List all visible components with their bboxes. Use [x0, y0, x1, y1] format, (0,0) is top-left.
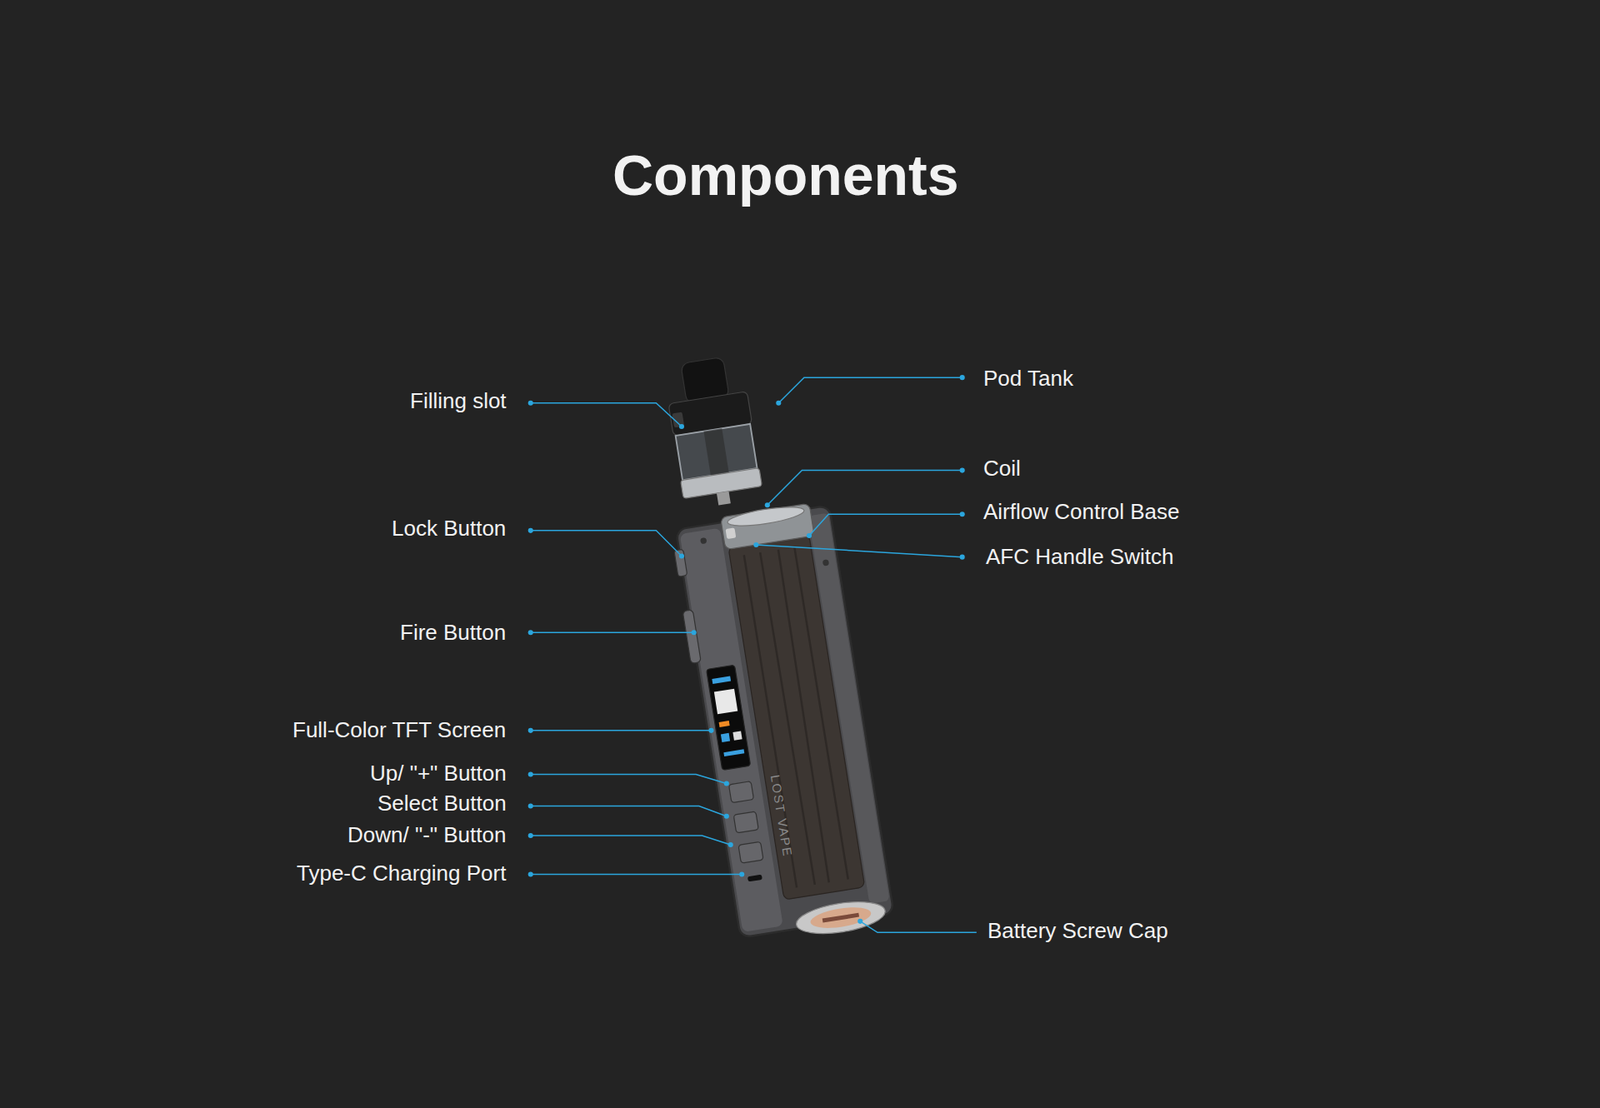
part-label: Coil — [983, 455, 1021, 482]
wood-grain — [744, 546, 849, 888]
leader-dot — [753, 542, 759, 548]
leader-dot — [960, 375, 965, 380]
screen-bar — [723, 749, 745, 757]
leader-dot — [708, 728, 714, 734]
battery-cap-inner — [809, 904, 873, 932]
leader-dots — [528, 375, 965, 925]
leader-lines — [530, 377, 977, 933]
leader-dot — [724, 780, 730, 786]
tank-chimney — [703, 428, 729, 476]
leader-line — [809, 514, 963, 536]
part-label: Lock Button — [391, 515, 506, 542]
wood-panel — [728, 534, 865, 900]
coil-pin — [716, 491, 731, 506]
up-button — [728, 781, 754, 804]
select-button — [733, 811, 759, 834]
leader-dot — [960, 468, 965, 474]
leader-line — [530, 774, 727, 784]
leader-dot — [679, 553, 685, 559]
leader-line — [530, 403, 682, 427]
part-label: Select Button — [377, 790, 507, 817]
airflow-base — [720, 503, 815, 550]
leader-dot — [528, 630, 534, 635]
battery-cap — [794, 896, 888, 940]
leader-dot — [739, 871, 745, 877]
airflow-ring — [726, 503, 806, 530]
type-c-port — [747, 875, 763, 883]
screw — [700, 537, 707, 545]
leader-dot — [806, 533, 812, 539]
leader-line — [530, 632, 695, 634]
leader-line — [530, 805, 727, 816]
pod-tank — [662, 354, 765, 511]
leader-dot — [775, 400, 781, 406]
leader-dot — [724, 814, 730, 820]
leader-dot — [528, 871, 534, 877]
leader-line — [530, 874, 742, 875]
leader-line — [767, 470, 963, 506]
afc-switch — [725, 527, 737, 540]
fire-button — [682, 610, 701, 665]
leader-dot — [960, 555, 965, 560]
leader-dot — [679, 424, 685, 430]
part-label: Down/ "-" Button — [347, 822, 506, 849]
leader-dot — [528, 803, 534, 809]
lock-button — [674, 549, 688, 577]
battery-cap-slot — [822, 913, 860, 924]
leader-line — [530, 530, 682, 557]
device-body — [675, 505, 894, 939]
leader-dot — [728, 842, 734, 848]
part-label: Battery Screw Cap — [987, 918, 1169, 945]
part-label: Airflow Control Base — [983, 499, 1180, 525]
screen-bar — [720, 733, 730, 743]
screen-bar — [711, 675, 731, 684]
leader-dot — [528, 833, 534, 839]
part-label: Filling slot — [410, 388, 507, 415]
leader-dot — [691, 630, 697, 635]
leader-dot — [528, 771, 534, 777]
down-button — [738, 841, 764, 864]
part-label: Type-C Charging Port — [296, 860, 506, 887]
leader-line — [530, 835, 731, 845]
leader-line — [530, 730, 712, 731]
part-label: Up/ "+" Button — [370, 760, 507, 787]
leader-dot — [857, 919, 863, 925]
leader-line — [778, 377, 962, 404]
part-label: Fire Button — [400, 620, 506, 646]
vape-device — [644, 344, 895, 950]
leader-dot — [528, 528, 534, 534]
leader-dot — [528, 400, 534, 406]
part-label: Pod Tank — [983, 365, 1074, 392]
leader-line — [860, 921, 977, 933]
part-label: AFC Handle Switch — [985, 544, 1174, 570]
leader-dot — [765, 502, 770, 508]
screw — [822, 559, 830, 566]
screen-bar — [732, 731, 742, 741]
leader-dot — [960, 511, 965, 517]
screen-bar — [714, 689, 738, 715]
part-label: Full-Color TFT Screen — [292, 717, 506, 744]
diagram-title: Components — [612, 142, 960, 208]
tft-screen — [706, 665, 751, 770]
leader-dot — [528, 728, 534, 734]
screen-bar — [719, 720, 730, 728]
leader-line — [755, 545, 962, 558]
